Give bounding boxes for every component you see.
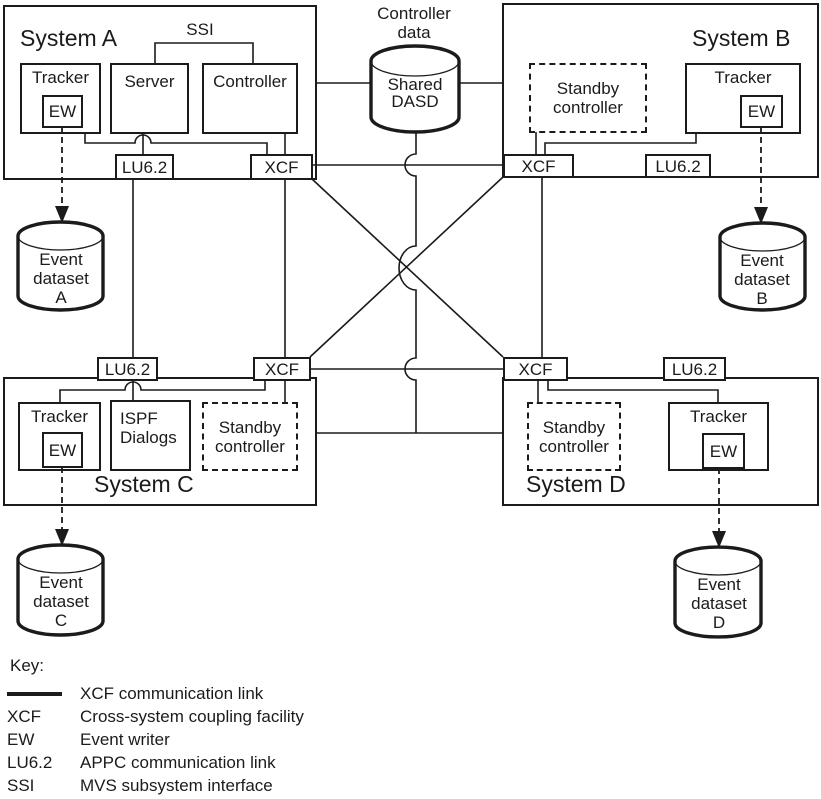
system-d-ew-box: EW xyxy=(702,433,745,469)
system-a-lu62-label: LU6.2 xyxy=(121,157,168,177)
system-b-tracker-label: Tracker xyxy=(714,68,772,87)
system-c-ew-box: EW xyxy=(42,432,83,468)
key-row-definition: Cross-system coupling facility xyxy=(80,707,304,726)
key-row-definition: MVS subsystem interface xyxy=(80,776,273,795)
system-c-lu62-box: LU6.2 xyxy=(97,357,158,381)
key-title: Key: xyxy=(10,656,45,675)
system-c-tracker-box: Tracker xyxy=(18,402,101,471)
arrowhead-ew-b xyxy=(754,207,768,224)
system-d-lu62-label: LU6.2 xyxy=(671,359,718,379)
system-d-title: System D xyxy=(526,471,626,497)
connector-lines xyxy=(59,42,719,434)
system-b-standby-controller-label: Standby controller xyxy=(553,79,623,117)
system-d-tracker-box: Tracker xyxy=(668,402,769,471)
arrowhead-ew-c xyxy=(55,529,69,546)
system-c-standby-controller-label: Standby controller xyxy=(215,417,285,456)
system-b-lu62-box: LU6.2 xyxy=(645,154,711,178)
event-dataset-d-label: Event dataset D xyxy=(691,575,747,632)
arrowhead-ew-d xyxy=(712,531,726,548)
system-a-server-box: Server xyxy=(110,63,189,134)
key-row-definition: Event writer xyxy=(80,730,170,749)
event-dataset-d-cylinder xyxy=(673,545,763,639)
controller-data-caption: Controller data xyxy=(377,4,451,42)
shared-dasd-label: Shared DASD xyxy=(387,75,443,111)
system-a-ew-label: EW xyxy=(48,102,77,121)
system-c-ispf-dialogs-label: ISPF Dialogs xyxy=(120,409,177,447)
system-d-lu62-box: LU6.2 xyxy=(663,357,726,381)
key-row-definition: XCF communication link xyxy=(80,684,264,703)
shared-dasd-cylinder xyxy=(369,44,461,134)
arrowhead-ew-a xyxy=(55,206,69,223)
system-d-xcf-label: XCF xyxy=(518,359,553,379)
system-d-tracker-label: Tracker xyxy=(690,407,747,426)
system-d-ew-label: EW xyxy=(709,441,738,461)
system-b-standby-controller-box: Standby controller xyxy=(529,63,647,133)
event-dataset-c-label: Event dataset C xyxy=(33,573,89,630)
key-row-term: SSI xyxy=(7,776,35,795)
system-b-title: System B xyxy=(692,25,791,51)
system-c-standby-controller-box: Standby controller xyxy=(202,402,298,471)
event-dataset-a-cylinder xyxy=(16,220,105,312)
key-row-term: EW xyxy=(7,730,35,749)
system-a-ew-box: EW xyxy=(42,95,83,128)
system-b-xcf-box: XCF xyxy=(503,154,574,178)
system-c-ispf-dialogs-box: ISPF Dialogs xyxy=(110,400,191,471)
system-a-controller-label: Controller xyxy=(213,72,287,91)
event-dataset-b-label: Event dataset B xyxy=(734,251,790,308)
system-d-xcf-box: XCF xyxy=(503,357,568,381)
system-c-tracker-label: Tracker xyxy=(31,407,88,426)
system-d-standby-controller-box: Standby controller xyxy=(527,402,621,471)
xcf-link-a-d-diagonal xyxy=(311,178,504,358)
system-c-xcf-box: XCF xyxy=(253,357,311,381)
system-d-box xyxy=(502,377,819,506)
dasd-vertical-link-with-hops xyxy=(398,132,417,433)
system-c-ew-label: EW xyxy=(48,440,77,460)
system-c-xcf-label: XCF xyxy=(265,359,299,379)
key-row-term: LU6.2 xyxy=(7,753,53,772)
system-c-box xyxy=(3,377,317,506)
key-row-term: XCF xyxy=(7,707,41,726)
key-row-definition: APPC communication link xyxy=(80,753,276,772)
cylinders xyxy=(16,44,807,639)
system-a-lu62-box: LU6.2 xyxy=(115,154,174,180)
event-dataset-a-label: Event dataset A xyxy=(33,250,89,307)
system-a-xcf-label: XCF xyxy=(264,157,299,177)
xcf-link-c-b-diagonal xyxy=(309,176,504,358)
system-a-tracker-label: Tracker xyxy=(32,68,89,87)
system-a-server-label: Server xyxy=(124,72,175,91)
system-c-lu62-label: LU6.2 xyxy=(104,359,151,379)
system-c-title: System C xyxy=(94,471,194,497)
ssi-bracket-line xyxy=(154,42,254,63)
system-b-tracker-box: Tracker xyxy=(685,63,801,134)
ssi-label: SSI xyxy=(186,20,214,39)
system-a-title: System A xyxy=(20,25,118,51)
system-b-internal-link xyxy=(544,133,697,154)
event-dataset-c-cylinder xyxy=(16,543,105,637)
arrowheads xyxy=(55,206,768,548)
system-b-ew-box: EW xyxy=(740,95,783,128)
system-b-xcf-label: XCF xyxy=(521,156,556,176)
system-b-ew-label: EW xyxy=(747,102,776,121)
system-a-xcf-box: XCF xyxy=(250,154,313,180)
system-a-controller-box: Controller xyxy=(202,63,298,134)
event-writer-dashed-lines xyxy=(61,127,762,531)
system-d-standby-controller-label: Standby controller xyxy=(539,417,609,456)
system-d-internal-link xyxy=(547,380,719,402)
event-dataset-b-cylinder xyxy=(718,221,807,312)
system-a-tracker-box: Tracker xyxy=(20,63,101,134)
xcf-link-symbol xyxy=(7,692,62,696)
system-b-lu62-label: LU6.2 xyxy=(655,156,701,176)
